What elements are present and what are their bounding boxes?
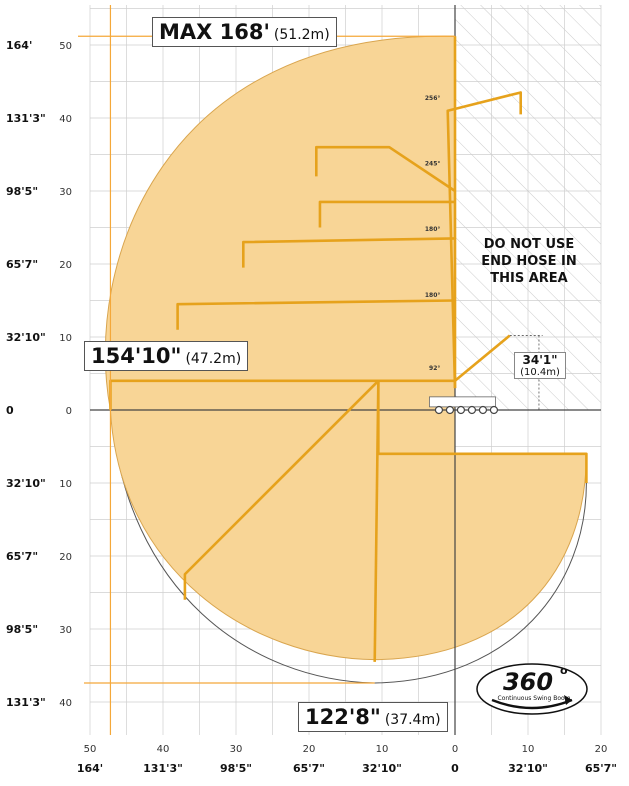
x-tick-feet: 164' xyxy=(77,762,103,775)
max-height-label: MAX 168' (51.2m) xyxy=(152,17,337,47)
x-tick-metres: 10 xyxy=(522,744,535,755)
x-tick-metres: 20 xyxy=(595,744,608,755)
y-tick-metres: 30 xyxy=(59,187,72,198)
max-depth-value: 122'8" xyxy=(305,705,381,729)
x-tick-feet: 65'7" xyxy=(293,762,325,775)
logo-swing-arrow xyxy=(491,698,573,710)
max-height-value: MAX 168' xyxy=(159,20,270,44)
angle-label: 180° xyxy=(425,292,441,299)
y-tick-metres: 40 xyxy=(59,698,72,709)
x-tick-feet: 32'10" xyxy=(362,762,402,775)
y-tick-metres: 30 xyxy=(59,625,72,636)
restricted-area-warning: DO NOT USE END HOSE IN THIS AREA xyxy=(476,236,582,287)
unfold-reach-metric: (10.4m) xyxy=(520,367,560,378)
continuous-swing-logo: 360 o Continuous Swing Boom xyxy=(476,663,588,715)
x-tick-feet: 32'10" xyxy=(508,762,548,775)
y-tick-metres: 20 xyxy=(59,260,72,271)
boom-line xyxy=(318,200,455,228)
truck-wheel xyxy=(456,405,466,415)
truck-wheel xyxy=(434,405,444,415)
unfold-reach-value: 34'1" xyxy=(522,353,558,367)
y-tick-feet: 131'3" xyxy=(6,696,46,709)
logo-subtitle: Continuous Swing Boom xyxy=(498,695,571,702)
warning-line-3: THIS AREA xyxy=(490,271,568,286)
y-tick-metres: 20 xyxy=(59,552,72,563)
max-depth-label: 122'8" (37.4m) xyxy=(298,702,448,732)
truck-body xyxy=(429,396,496,408)
boom-line xyxy=(315,145,456,193)
x-tick-feet: 0 xyxy=(451,762,459,775)
boom-line xyxy=(454,334,511,382)
warning-line-1: DO NOT USE xyxy=(483,237,575,252)
logo-degree-mark: o xyxy=(560,664,568,677)
angle-label: 256° xyxy=(425,95,441,102)
x-tick-metres: 30 xyxy=(230,744,243,755)
boom-positions xyxy=(109,36,588,662)
arrow-head-icon xyxy=(564,695,572,705)
x-tick-feet: 65'7" xyxy=(585,762,617,775)
y-axis-ticks: 164' 50 131'3" 40 98'5" 30 65'7" 20 32'10" 10 0 0 32… xyxy=(6,39,72,709)
boom-line xyxy=(446,91,522,389)
y-tick-feet: 65'7" xyxy=(6,550,38,563)
reach-envelope xyxy=(104,35,587,661)
x-tick-metres: 0 xyxy=(452,744,458,755)
y-tick-metres: 10 xyxy=(59,479,72,490)
angle-label: 245° xyxy=(425,160,441,167)
x-tick-metres: 20 xyxy=(303,744,316,755)
x-tick-metres: 50 xyxy=(84,744,97,755)
angle-label: 92° xyxy=(429,365,440,372)
x-tick-feet: 131'3" xyxy=(143,762,183,775)
boom-line xyxy=(242,237,456,268)
angle-labels: 256° 245° 180° 180° 92° xyxy=(425,95,441,372)
truck-wheel xyxy=(467,405,477,415)
y-tick-feet: 0 xyxy=(6,404,14,417)
unfold-reach-label: 34'1" (10.4m) xyxy=(514,352,566,379)
truck-wheel xyxy=(445,405,455,415)
y-tick-feet: 98'5" xyxy=(6,185,38,198)
truck-wheel xyxy=(478,405,488,415)
y-tick-metres: 40 xyxy=(59,114,72,125)
boom-line xyxy=(176,299,456,330)
max-reach-metric: (47.2m) xyxy=(185,351,242,367)
logo-ring xyxy=(476,663,588,715)
y-tick-feet: 164' xyxy=(6,39,32,52)
y-tick-feet: 32'10" xyxy=(6,477,46,490)
max-depth-metric: (37.4m) xyxy=(384,712,441,728)
y-tick-feet: 98'5" xyxy=(6,623,38,636)
max-height-metric: (51.2m) xyxy=(273,27,330,43)
boom-line xyxy=(377,380,588,483)
y-tick-feet: 65'7" xyxy=(6,258,38,271)
warning-line-2: END HOSE IN xyxy=(481,254,577,269)
max-reach-label: 154'10" (47.2m) xyxy=(84,341,249,371)
truck-icon xyxy=(429,396,499,415)
angle-label: 180° xyxy=(425,226,441,233)
x-tick-metres: 10 xyxy=(376,744,389,755)
truck-wheel xyxy=(489,405,499,415)
y-tick-feet: 32'10" xyxy=(6,331,46,344)
max-reach-value: 154'10" xyxy=(91,344,182,368)
x-axis-ticks: 50 164' 40 131'3" 30 98'5" 20 65'7" 10 32'10" 0 0 10… xyxy=(77,744,617,775)
boom-line xyxy=(183,379,380,600)
y-tick-metres: 50 xyxy=(59,41,72,52)
y-tick-feet: 131'3" xyxy=(6,112,46,125)
logo-360-text: 360 xyxy=(503,668,553,696)
restricted-hatch-area xyxy=(455,5,601,410)
y-tick-metres: 0 xyxy=(66,406,72,417)
x-tick-metres: 40 xyxy=(157,744,170,755)
x-tick-feet: 98'5" xyxy=(220,762,252,775)
y-tick-metres: 10 xyxy=(59,333,72,344)
